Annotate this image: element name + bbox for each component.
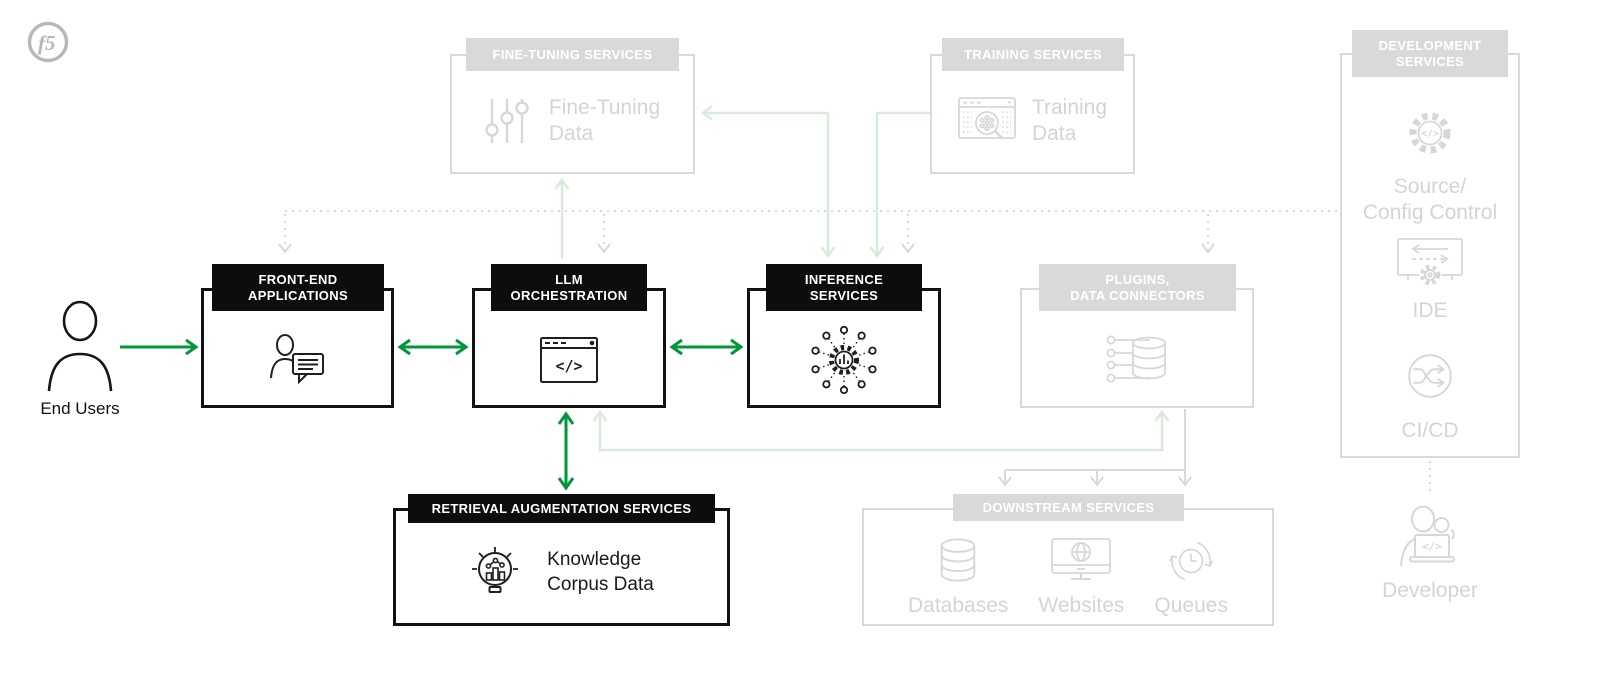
downstream-header: DOWNSTREAM SERVICES	[953, 494, 1184, 521]
dev-item-source-control: </> Source/ Config Control	[1342, 103, 1518, 225]
plugins-header: PLUGINS, DATA CONNECTORS	[1039, 264, 1236, 311]
ide-icon	[1397, 238, 1463, 286]
cicd-label: CI/CD	[1401, 419, 1459, 442]
end-users-label: End Users	[40, 399, 120, 418]
training-to-inference-line	[869, 111, 930, 259]
table-search-icon	[958, 97, 1016, 140]
actor-end-users: End Users	[30, 300, 130, 419]
websites-label: Websites	[1038, 594, 1125, 617]
downstream-item-queues: Queues	[1154, 538, 1228, 619]
user-chat-icon	[269, 334, 324, 385]
connectors-db-icon	[1106, 335, 1166, 383]
downstream-item-websites: Websites	[1038, 538, 1124, 619]
node-downstream-services: Databases Websites	[862, 508, 1274, 626]
queue-icon	[1169, 541, 1214, 581]
developer-label: Developer	[1382, 579, 1478, 602]
browser-code-icon: </>	[540, 337, 598, 383]
source-control-label: Source/ Config Control	[1362, 175, 1498, 224]
f5-ball-icon: f5	[27, 21, 69, 63]
training-header: TRAINING SERVICES	[942, 38, 1124, 71]
node-training-services: Training Data	[930, 54, 1135, 174]
svg-text:</>: </>	[1421, 129, 1439, 140]
svg-text:</>: </>	[555, 357, 582, 375]
faded-green-lines	[554, 105, 1170, 452]
dotted-control-lines	[278, 210, 1431, 496]
queues-label: Queues	[1154, 594, 1228, 617]
node-retrieval-augmentation: Knowledge Corpus Data	[393, 508, 730, 626]
f5-logo-text: f5	[38, 31, 56, 55]
database-icon	[940, 538, 976, 582]
retrieval-label: Knowledge Corpus Data	[547, 549, 654, 595]
front-end-header: FRONT-END APPLICATIONS	[212, 264, 384, 311]
actor-developer: </> Developer	[1340, 506, 1520, 604]
sliders-icon	[485, 99, 529, 143]
svg-text:</>: </>	[1422, 540, 1442, 553]
person-icon	[47, 300, 113, 392]
node-development-services: </> Source/ Config Control IDE	[1340, 53, 1520, 458]
dev-item-cicd: CI/CD	[1342, 345, 1518, 444]
f5-logo: f5	[26, 20, 70, 64]
downstream-item-databases: Databases	[908, 538, 1008, 619]
llm-orchestration-header: LLM ORCHESTRATION	[491, 264, 647, 311]
cicd-icon	[1408, 354, 1452, 398]
active-green-arrows	[120, 338, 744, 491]
retrieval-header: RETRIEVAL AUGMENTATION SERVICES	[408, 494, 715, 523]
gear-network-icon	[811, 325, 877, 395]
databases-label: Databases	[908, 594, 1009, 617]
fine-tuning-label: Fine-Tuning Data	[548, 96, 661, 145]
development-header: DEVELOPMENT SERVICES	[1352, 30, 1508, 77]
fine-tuning-header: FINE-TUNING SERVICES	[466, 38, 679, 71]
dev-item-ide: IDE	[1342, 237, 1518, 324]
developer-icon: </>	[1400, 506, 1455, 567]
bulb-chart-icon	[472, 547, 519, 593]
inference-header: INFERENCE SERVICES	[766, 264, 922, 311]
training-label: Training Data	[1031, 96, 1108, 145]
ide-label: IDE	[1412, 299, 1448, 322]
gear-code-icon: </>	[1409, 112, 1451, 154]
node-fine-tuning-services: Fine-Tuning Data	[450, 54, 695, 174]
plugins-to-downstream-lines	[998, 409, 1192, 487]
llm-to-plugins-line	[592, 409, 1170, 452]
website-icon	[1051, 538, 1112, 580]
